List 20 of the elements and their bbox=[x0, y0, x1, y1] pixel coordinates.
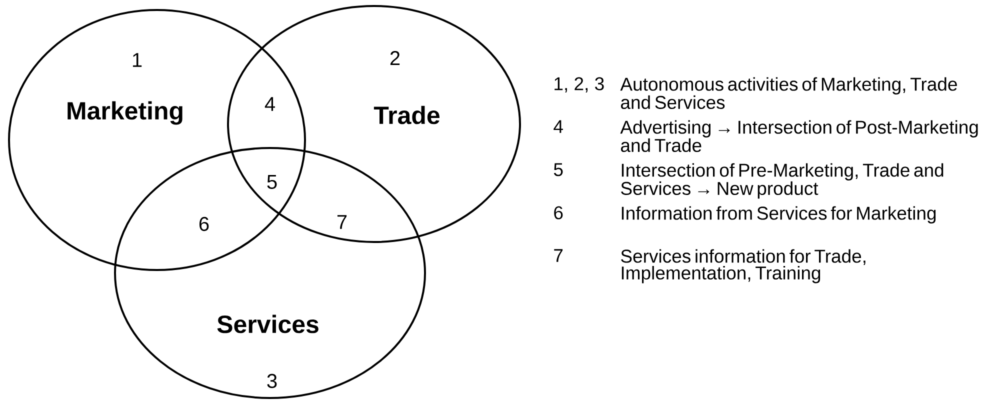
key-number: 6 bbox=[554, 206, 563, 220]
set-name: Marketing bbox=[68, 101, 182, 125]
region-number: 3 bbox=[267, 374, 277, 388]
key-text: Information from Services for Marketing bbox=[622, 206, 936, 224]
key-number: 7 bbox=[554, 249, 563, 262]
region-number: 6 bbox=[199, 216, 209, 232]
key-text: Advertising → Intersection of Post-Marketing and Trade bbox=[620, 120, 978, 152]
key-text: Autonomous activities of Marketing, Trade and Services bbox=[620, 77, 957, 110]
key-text: Services information for Trade, Implementation, Training bbox=[621, 249, 866, 284]
key-number: 4 bbox=[554, 120, 563, 133]
key-number: 5 bbox=[554, 163, 563, 176]
set-name: Services bbox=[217, 314, 318, 334]
region-number: 5 bbox=[267, 175, 277, 189]
region-number: 2 bbox=[390, 51, 400, 65]
region-number: 4 bbox=[264, 97, 275, 111]
key-number: 1, 2, 3 bbox=[554, 77, 604, 92]
region-number: 1 bbox=[132, 53, 142, 67]
set-name: Trade bbox=[374, 106, 440, 124]
region-number: 7 bbox=[337, 215, 347, 229]
key-text: Intersection of Pre-Marketing, Trade and Services → New product bbox=[621, 163, 944, 199]
